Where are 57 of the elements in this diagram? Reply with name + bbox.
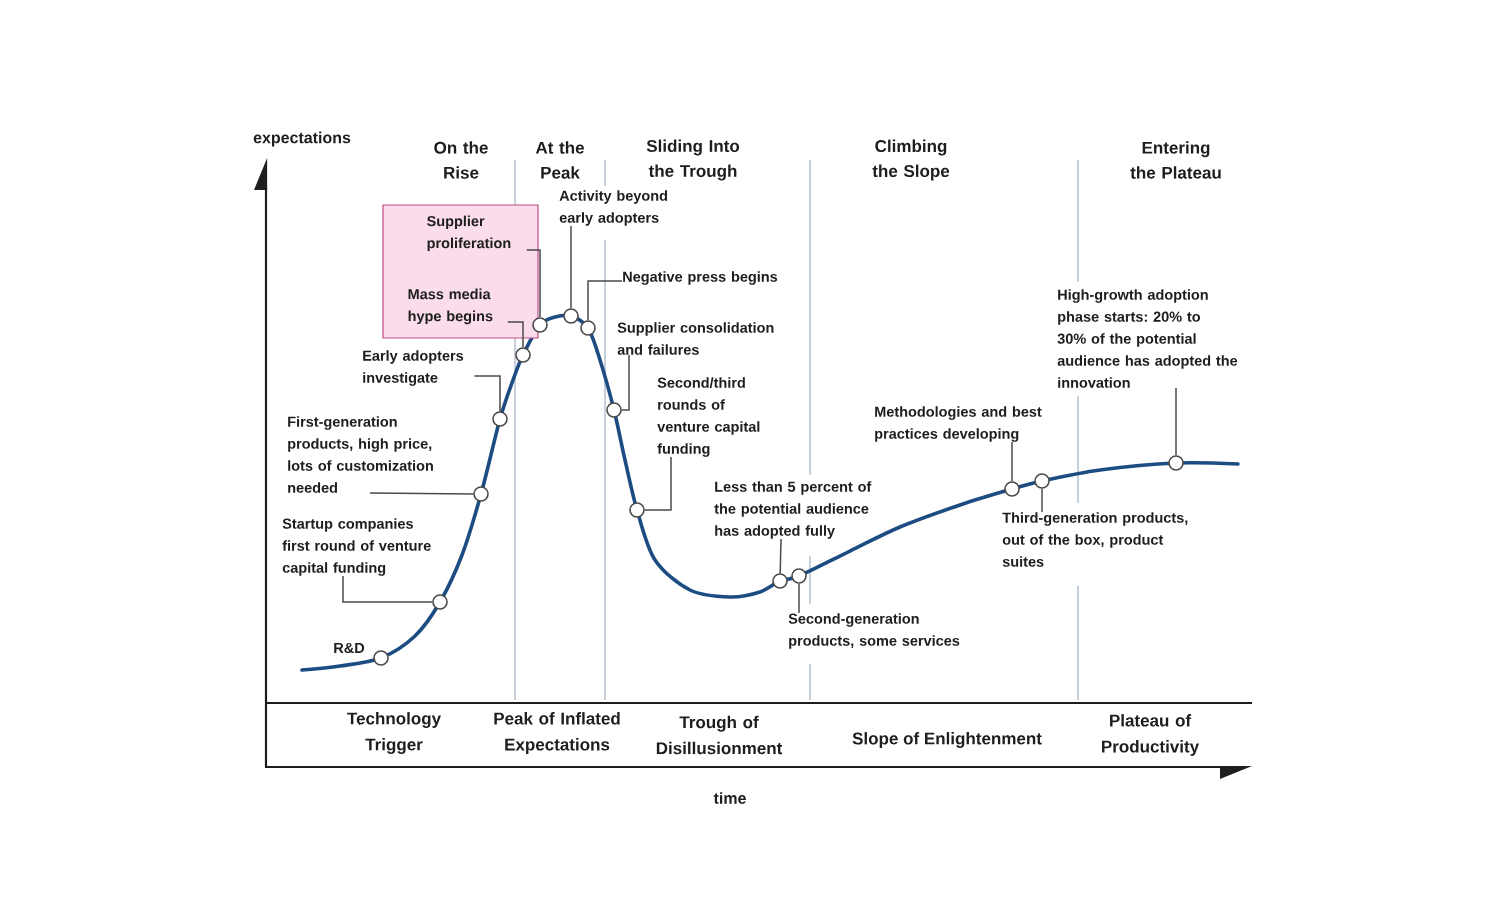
callout-text: High-growth adoption phase starts: 20% to 30% of the potential audience has adopted the innovation: [1057, 289, 1238, 388]
leader-line: [570, 225, 572, 309]
phase-name: Plateau of Productivity: [1102, 714, 1200, 756]
curve-point: [492, 411, 508, 427]
callout-text: First-generation products, high price, lots of customization needed: [288, 416, 433, 493]
curve-point: [772, 573, 788, 589]
curve-point: [563, 308, 579, 324]
curve-point: [473, 486, 489, 502]
leader-line: [507, 321, 524, 348]
curve-point: [1168, 455, 1184, 471]
callout-text: Supplier consolidation and failures: [617, 322, 774, 355]
callout-text: Early adopters investigate: [363, 350, 464, 386]
phase-heading: Climbing the Slope: [872, 139, 950, 181]
callout-text: Methodologies and best practices developing: [875, 406, 1042, 442]
leader-line: [342, 575, 433, 603]
callout-text: Supplier proliferation: [427, 215, 511, 252]
phase-heading: At the Peak: [535, 141, 584, 179]
curve-point: [580, 320, 596, 336]
phase-name: Peak of Inflated Expectations: [494, 712, 620, 754]
leader-line: [587, 280, 623, 321]
curve-point: [606, 402, 622, 418]
phase-heading: Entering the Plateau: [1130, 141, 1221, 179]
phase-heading: Sliding Into the Trough: [646, 139, 740, 181]
curve-point: [532, 317, 548, 333]
leader-line: [779, 538, 782, 574]
leader-line: [644, 456, 672, 511]
curve-point: [1004, 481, 1020, 497]
leader-line: [473, 375, 501, 412]
leader-line: [1041, 488, 1043, 513]
curve-point: [791, 568, 807, 584]
point-label: R&D: [334, 642, 365, 654]
curve-point: [373, 650, 389, 666]
phase-name: Technology Trigger: [347, 712, 441, 754]
curve-point: [432, 594, 448, 610]
leader-line: [621, 354, 630, 411]
callout-text: Second-generation products, some services: [788, 613, 960, 649]
axis-label: expectations: [253, 131, 351, 147]
curve-point: [629, 502, 645, 518]
leader-line: [369, 492, 474, 495]
callout-text: Third-generation products, out of the box, product suites: [1002, 512, 1188, 567]
callout-text: Negative press begins: [623, 271, 778, 285]
leader-line: [1175, 387, 1177, 456]
callout-text: Second/third rounds of venture capital funding: [657, 377, 760, 457]
leader-line: [526, 249, 541, 318]
phase-heading: On the Rise: [434, 141, 488, 179]
callout-text: Less than 5 percent of the potential audience has adopted fully: [714, 481, 872, 539]
leader-line: [798, 583, 800, 614]
callout-text: Mass media hype begins: [408, 288, 493, 325]
curve-point: [515, 347, 531, 363]
callout-text: Startup companies first round of venture capital funding: [282, 518, 431, 576]
curve-point: [1034, 473, 1050, 489]
callout-text: Activity beyond early adopters: [559, 190, 667, 226]
highlight-box: [382, 204, 539, 339]
leader-line: [1011, 441, 1013, 482]
phase-name: Trough of Disillusionment: [656, 715, 783, 755]
axis-label: time: [713, 792, 746, 804]
phase-name: Slope of Enlightenment: [852, 732, 1042, 748]
